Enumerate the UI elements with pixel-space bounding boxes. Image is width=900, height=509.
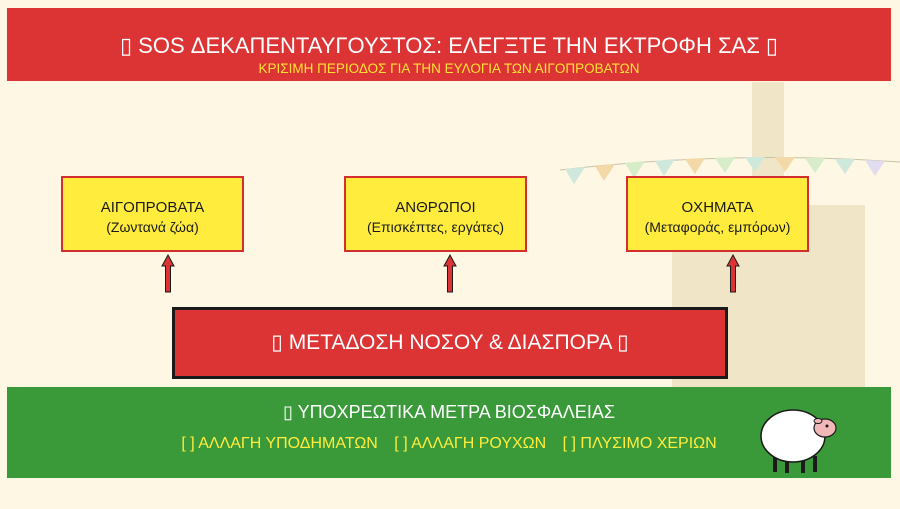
header-subtitle: ΚΡΙΣΙΜΗ ΠΕΡΙΟΔΟΣ ΓΙΑ ΤΗΝ ΕΥΛΟΓΙΑ ΤΩΝ ΑΙΓ… bbox=[258, 61, 640, 76]
measures-list: [ ] ΑΛΛΑΓΗ ΥΠΟΔΗΜΑΤΩΝ [ ] ΑΛΛΑΓΗ ΡΟΥΧΩΝ … bbox=[7, 434, 891, 454]
sheep-icon bbox=[760, 409, 837, 473]
header-banner: ▯ SOS ΔΕΚΑΠΕΝΤΑΥΓΟΥΣΤΟΣ: ΕΛΕΓΞΤΕ ΤΗΝ ΕΚΤ… bbox=[7, 8, 891, 81]
biosecurity-title: ▯ ΥΠΟΧΡΕΩΤΙΚΑ ΜΕΤΡΑ ΒΙΟΣΦΑΛΕΙΑΣ bbox=[283, 402, 615, 422]
source-title: ΑΝΘΡΩΠΟΙ bbox=[395, 199, 476, 216]
source-box-goats: ΑΙΓΟΠΡΟΒΑΤΑ (Ζωντανά ζώα) bbox=[61, 176, 244, 252]
source-detail: (Μεταφοράς, εμπόρων) bbox=[644, 219, 791, 235]
source-title: ΟΧΗΜΑΤΑ bbox=[681, 199, 754, 216]
header-title: ▯ SOS ΔΕΚΑΠΕΝΤΑΥΓΟΥΣΤΟΣ: ΕΛΕΓΞΤΕ ΤΗΝ ΕΚΤ… bbox=[119, 33, 779, 58]
source-detail: (Επισκέπτες, εργάτες) bbox=[366, 219, 505, 235]
source-box-people: ΑΝΘΡΩΠΟΙ (Επισκέπτες, εργάτες) bbox=[344, 176, 527, 252]
source-detail: (Ζωντανά ζώα) bbox=[106, 219, 199, 235]
bunting-flags bbox=[560, 157, 900, 184]
measure-change-shoes: [ ] ΑΛΛΑΓΗ ΥΠΟΔΗΜΑΤΩΝ bbox=[181, 435, 378, 452]
source-title: ΑΙΓΟΠΡΟΒΑΤΑ bbox=[100, 199, 205, 216]
arrow-up-icon bbox=[161, 254, 175, 293]
measure-hand-washing: [ ] ΠΛΥΣΙΜΟ ΧΕΡΙΩΝ bbox=[562, 435, 717, 452]
disease-transmission-box: ▯ ΜΕΤΑΔΟΣΗ ΝΟΣΟΥ & ΔΙΑΣΠΟΡΑ ▯ bbox=[172, 307, 728, 379]
biosecurity-banner: ▯ ΥΠΟΧΡΕΩΤΙΚΑ ΜΕΤΡΑ ΒΙΟΣΦΑΛΕΙΑΣ [ ] ΑΛΛΑ… bbox=[7, 387, 891, 478]
source-box-vehicles: ΟΧΗΜΑΤΑ (Μεταφοράς, εμπόρων) bbox=[626, 176, 809, 252]
arrow-up-icon bbox=[443, 254, 457, 293]
measure-change-clothes: [ ] ΑΛΛΑΓΗ ΡΟΥΧΩΝ bbox=[394, 435, 547, 452]
arrow-up-icon bbox=[726, 254, 740, 293]
